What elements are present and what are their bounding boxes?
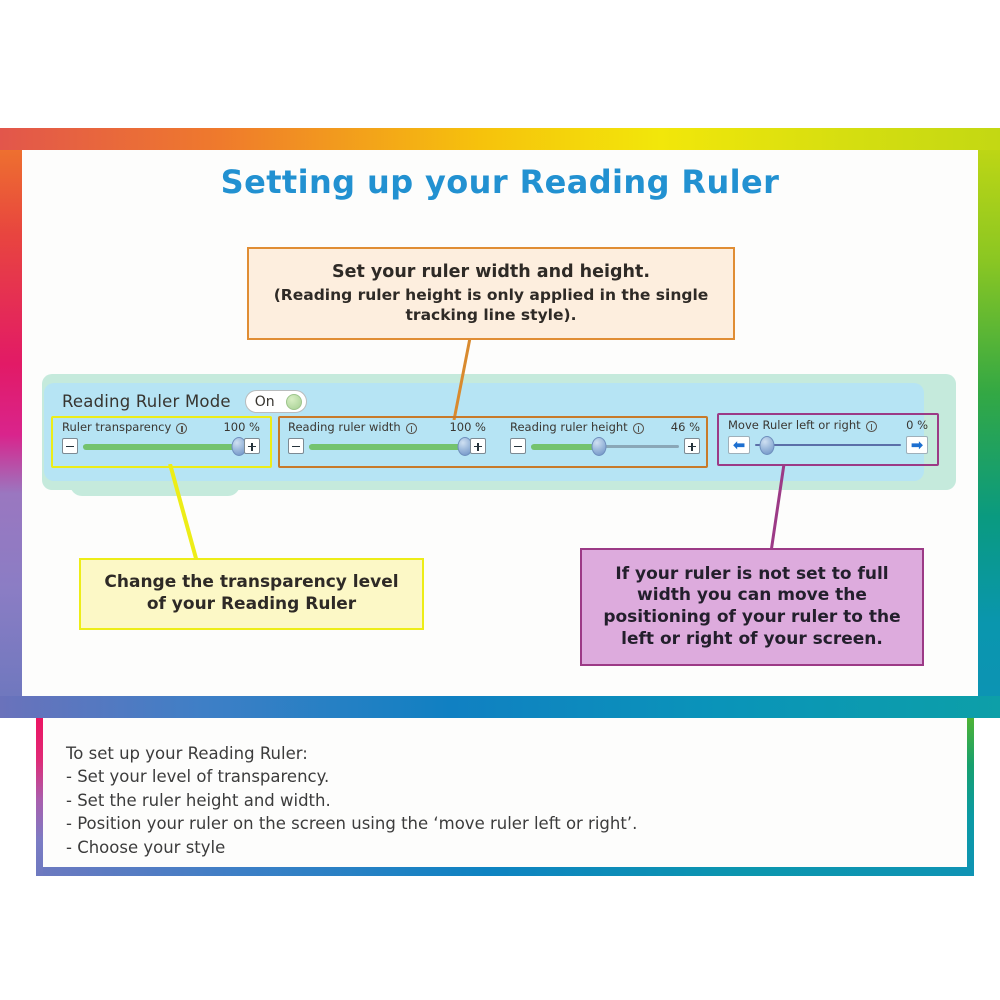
reading-ruler-mode-label: Reading Ruler Mode [62,392,231,411]
slider-track-ruler-transparency[interactable] [83,436,247,456]
slider-value-move-ruler: 0 % [906,418,928,432]
callout-purple-line1: If your ruler is not set to full [615,563,889,584]
instructions-item: - Set the ruler height and width. [66,790,331,810]
info-icon[interactable] [865,420,877,432]
slider-reading-ruler-width: Reading ruler width 100 % [288,420,486,456]
instructions-item: - Set your level of transparency. [66,767,330,787]
info-icon[interactable] [176,422,188,434]
slider-reading-ruler-height: Reading ruler height 46 % [510,420,700,456]
callout-purple-line4: left or right of your screen. [621,628,883,649]
slider-move-ruler: Move Ruler left or right 0 % ⬅ ➡ [728,418,928,455]
callout-orange-line1: Set your ruler width and height. [331,261,651,282]
minus-icon-ruler-transparency[interactable] [62,438,78,454]
minus-icon-reading-ruler-width[interactable] [288,438,304,454]
slider-fill-reading-ruler-width [309,443,465,450]
slider-value-reading-ruler-width: 100 % [449,420,486,434]
slider-fill-reading-ruler-height [531,443,600,450]
reading-ruler-mode-row: Reading Ruler Mode On [62,390,307,413]
plus-icon-reading-ruler-width[interactable] [470,438,486,454]
slider-label-move-ruler: Move Ruler left or right [728,418,861,432]
slider-label-ruler-transparency: Ruler transparency [62,420,172,434]
slider-value-ruler-transparency: 100 % [223,420,260,434]
slider-knob-move-ruler[interactable] [759,435,775,455]
slider-track-move-ruler[interactable] [755,435,901,455]
slider-track-reading-ruler-height[interactable] [531,436,679,456]
callout-transparency: Change the transparency level of your Re… [79,558,424,630]
slider-value-reading-ruler-height: 46 % [670,420,700,434]
rainbow-frame-sub [36,718,974,876]
reading-ruler-mode-toggle[interactable]: On [244,390,307,413]
toggle-knob-icon[interactable] [285,393,302,410]
connector-purple [769,464,786,552]
page-title: Setting up your Reading Ruler [220,163,780,201]
callout-yellow-line1: Change the transparency level [104,572,399,593]
plus-icon-reading-ruler-height[interactable] [684,438,700,454]
callout-orange-line2: (Reading ruler height is only applied in… [273,286,709,305]
callout-purple-line3: positioning of your ruler to the [603,607,901,627]
highlight-box-move [717,413,939,466]
minus-icon-reading-ruler-height[interactable] [510,438,526,454]
slider-ruler-transparency: Ruler transparency 100 % [62,420,260,456]
callout-ruler-size: Set your ruler width and height. (Readin… [247,247,735,340]
instructions-block: To set up your Reading Ruler: - Set your… [66,742,637,859]
toggle-state-label: On [254,393,275,410]
slider-label-reading-ruler-height: Reading ruler height [510,420,628,434]
highlight-box-size [278,416,708,468]
arrow-right-glyph: ➡ [910,435,924,454]
info-icon[interactable] [405,422,417,434]
sub-panel-background [43,718,967,867]
connector-yellow [168,464,199,562]
info-icon[interactable] [632,422,644,434]
callout-move-ruler: If your ruler is not set to full width y… [580,548,924,666]
arrow-right-icon[interactable]: ➡ [906,436,928,454]
plus-icon-ruler-transparency[interactable] [244,438,260,454]
slider-knob-reading-ruler-height[interactable] [591,436,607,456]
connector-orange [452,338,472,420]
callout-purple-line2: width you can move the [637,585,867,606]
instructions-item: - Position your ruler on the screen usin… [66,814,638,834]
slider-track-reading-ruler-width[interactable] [309,436,473,456]
slider-label-reading-ruler-width: Reading ruler width [288,420,401,434]
callout-orange-line3: tracking line style). [405,306,577,325]
arrow-left-icon[interactable]: ⬅ [728,436,750,454]
instructions-item: - Choose your style [66,837,226,857]
instructions-heading: To set up your Reading Ruler: [66,744,308,763]
arrow-left-glyph: ⬅ [732,435,746,454]
highlight-box-transparency [51,416,272,468]
slider-fill-ruler-transparency [83,443,239,450]
callout-yellow-line2: of your Reading Ruler [146,594,357,614]
